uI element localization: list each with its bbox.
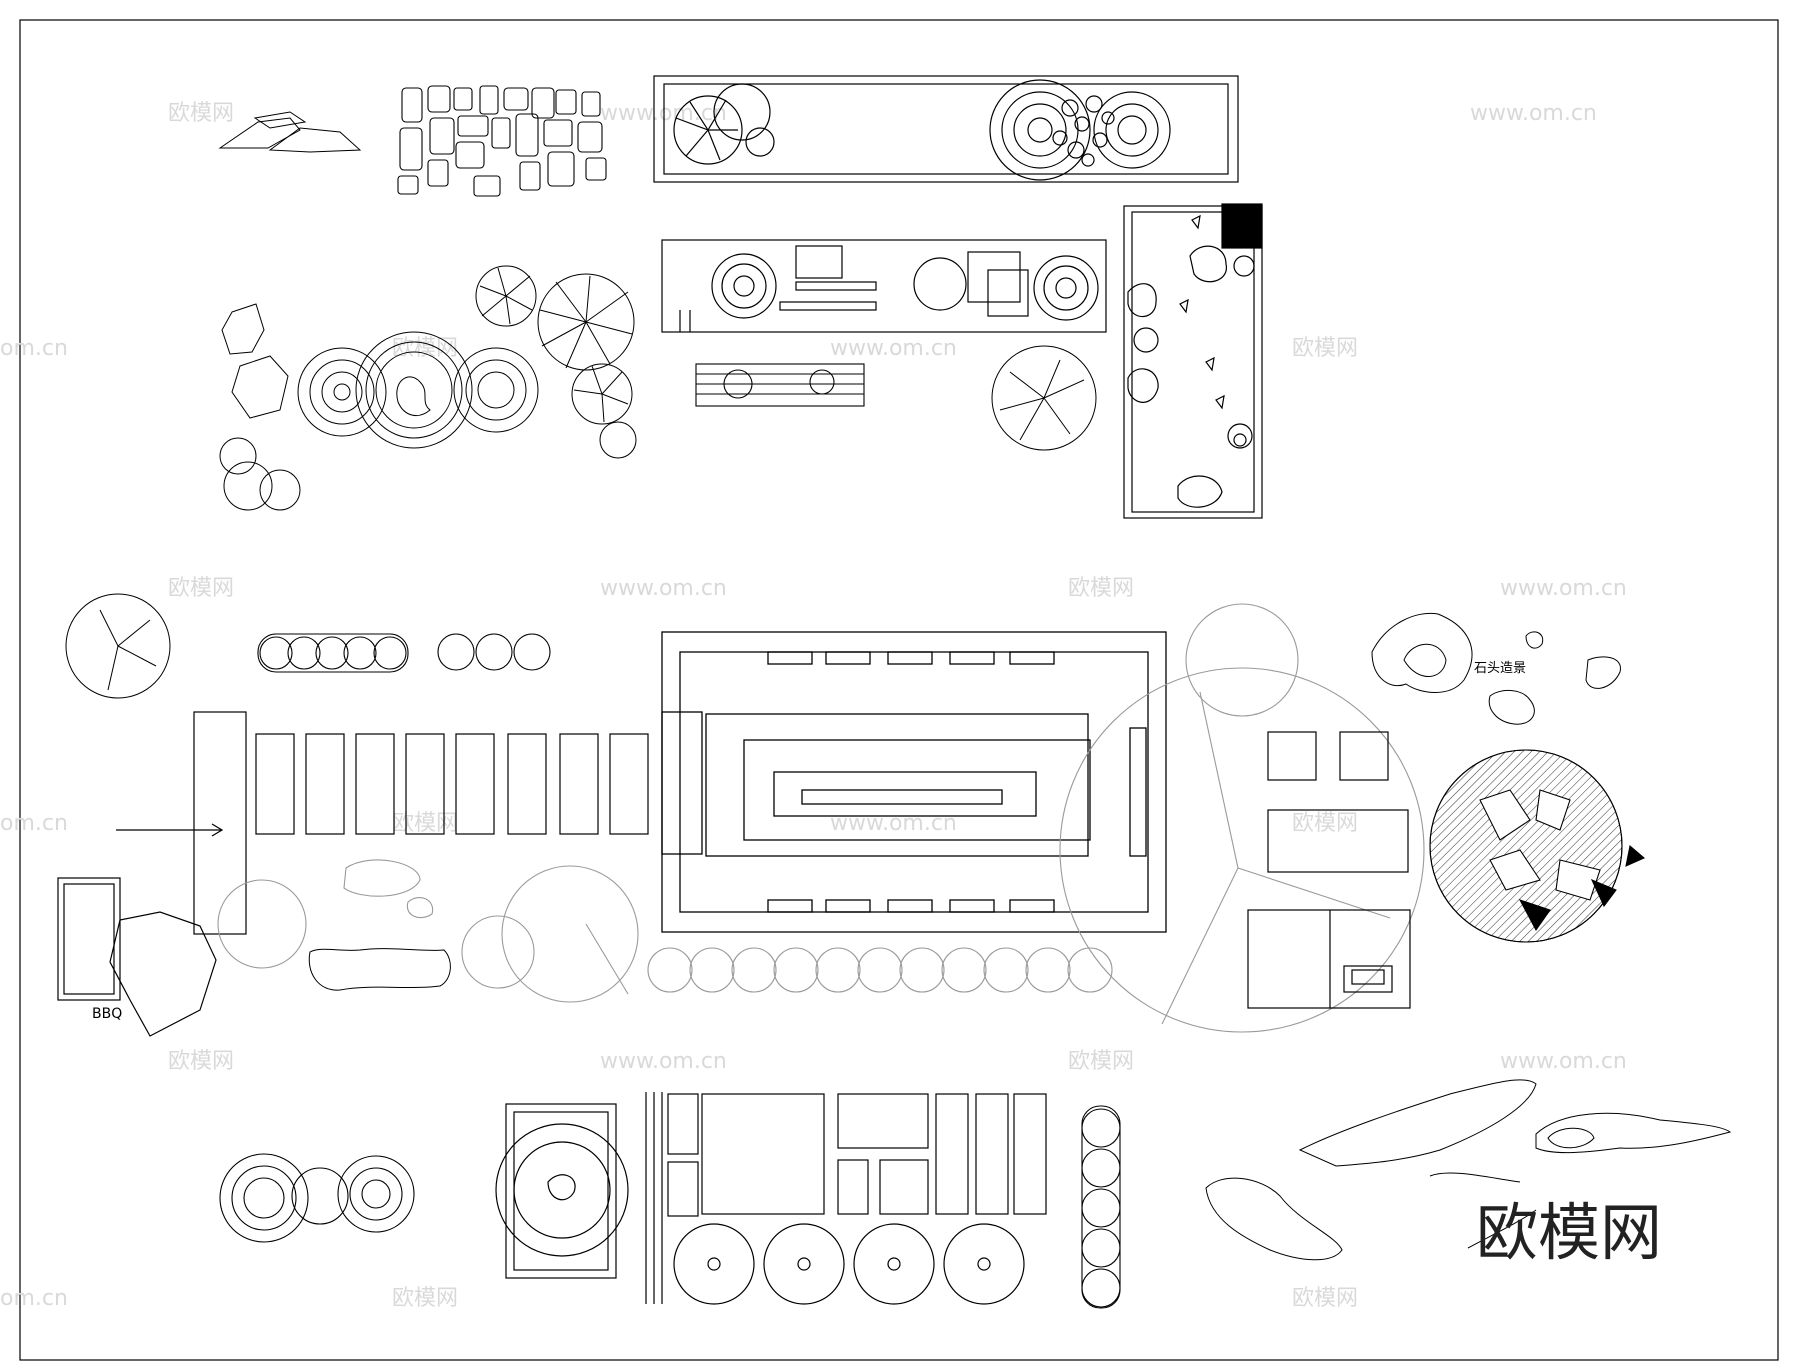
hedge-strip: [308, 948, 451, 991]
watermark-brand: 欧模网: [392, 336, 458, 361]
watermark-brand: 欧模网: [168, 576, 234, 601]
rect-water-feature: [661, 239, 1107, 333]
watermark-brand: 欧模网: [1292, 336, 1358, 361]
watermark-brand: 欧模网: [1292, 811, 1358, 836]
boxed-tree-planter: [495, 1103, 629, 1279]
watermark-brand: 欧模网: [1292, 1286, 1358, 1311]
watermark-url: om.cn: [0, 1286, 68, 1311]
black-block: [1221, 203, 1263, 249]
bench-planter: [695, 363, 865, 407]
organic-lawn-shapes: [217, 859, 1113, 1003]
watermark-brand: 欧模网: [392, 811, 458, 836]
stone-feature-label: 石头造景: [1474, 661, 1526, 676]
watermark-url: www.om.cn: [1500, 1049, 1627, 1074]
guide-circles: [1059, 603, 1425, 1033]
watermark-brand: 欧模网: [392, 1286, 458, 1311]
stone-feature: 石头造景: [1371, 612, 1621, 725]
central-pool-structure: [661, 631, 1167, 933]
tree-row-open: [437, 633, 551, 671]
watermark-url: www.om.cn: [600, 1049, 727, 1074]
shrub-mass-tree: [65, 593, 171, 699]
bbq-label: BBQ: [92, 1006, 122, 1022]
watermark-layer: 欧模网 www.om.cn www.om.cn om.cn 欧模网 www.om…: [0, 101, 1627, 1311]
bbq-station: BBQ: [57, 877, 217, 1037]
watermark-brand: 欧模网: [1068, 1049, 1134, 1074]
watermark-url: www.om.cn: [600, 576, 727, 601]
vertical-stone-planter: [1123, 203, 1263, 519]
watermark-brand: 欧模网: [168, 1049, 234, 1074]
hatched-canopy-tree: [1429, 749, 1646, 943]
watermark-url: om.cn: [0, 811, 68, 836]
watermark-url: www.om.cn: [1470, 101, 1597, 126]
sheet-border: [19, 19, 1779, 1361]
tree-row-boxed: [257, 633, 409, 673]
paving-grid: [645, 1092, 1047, 1305]
watermark-url: www.om.cn: [1500, 576, 1627, 601]
brand-logo: 欧模网: [1476, 1196, 1662, 1269]
watermark-brand: 欧模网: [168, 101, 234, 126]
watermark-url: www.om.cn: [830, 336, 957, 361]
triple-circle-planter: [219, 1153, 415, 1243]
watermark-brand: 欧模网: [1068, 576, 1134, 601]
tree-column: [1081, 1105, 1121, 1309]
round-feature-garden: [219, 265, 637, 511]
random-paving-block: [397, 85, 607, 197]
watermark-url: www.om.cn: [830, 811, 957, 836]
long-planter-bed: [653, 75, 1239, 183]
stepping-stone-cluster: [218, 111, 362, 153]
long-stone-sculptures: [1205, 1079, 1732, 1261]
watermark-url: om.cn: [0, 336, 68, 361]
deciduous-tree: [991, 345, 1097, 451]
entry-walkway: [116, 711, 649, 935]
service-building: [1247, 731, 1411, 1009]
